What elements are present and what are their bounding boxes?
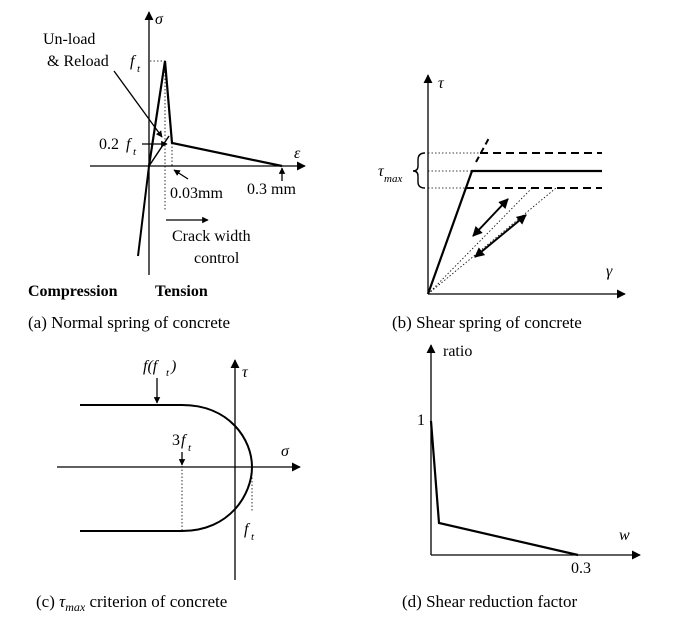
panel-b-shear-curve: [426, 169, 602, 295]
panel-a-unload-label-2: & Reload: [47, 53, 109, 70]
panel-a-tension-label: Tension: [155, 283, 208, 300]
panel-a-point-two-sub: t: [133, 146, 137, 158]
panel-a-ft-sub: t: [137, 63, 141, 75]
panel-b-caption: (b) Shear spring of concrete: [392, 313, 582, 332]
panel-d-ratio-label: ratio: [443, 343, 472, 360]
panel-b-unload-dotted-1: [427, 187, 533, 295]
panel-c-fft-close: ): [170, 358, 176, 375]
panel-d-reduction-curve: [429, 420, 579, 557]
panel-d-w-label: w: [619, 527, 630, 544]
panel-c-ft-label: f: [244, 521, 251, 538]
panel-a-crack-label-2: control: [194, 250, 240, 267]
panel-b-tau-label: τ: [438, 75, 445, 92]
panel-a-unload-label-1: Un-load: [43, 31, 95, 48]
panel-a-ft-label: f: [130, 53, 137, 70]
panel-c-three-f: f: [181, 432, 188, 449]
panel-c-ft-sub: t: [251, 531, 255, 543]
panel-a-epsilon-label: ε: [294, 145, 301, 162]
panel-a-small-disp-arrow: [173, 169, 189, 180]
panel-b-double-arrow-1: [472, 198, 509, 237]
panel-b-shear-spring: τ γ τ max (b) Shear spring of concrete: [378, 74, 626, 332]
panel-d-reduction-factor: ratio w 1 0.3 (d) Shear reduction factor: [402, 343, 641, 611]
panel-a-sigma-label: σ: [155, 11, 164, 28]
panel-c-envelope: [80, 404, 254, 532]
panel-c-sigma-label: σ: [281, 443, 290, 460]
panel-b-double-arrow-2: [474, 214, 527, 258]
panel-b-gamma-label: γ: [606, 263, 613, 280]
panel-d-point-three-label: 0.3: [571, 560, 591, 577]
panel-c-fft-label: f(f: [143, 358, 160, 375]
panel-c-caption: (c) τmax criterion of concrete: [36, 592, 227, 614]
panel-a-compression-label: Compression: [28, 283, 118, 300]
panel-a-tension-curve: [147, 60, 283, 168]
panel-b-tau-max: τ: [378, 163, 385, 180]
panel-d-one-label: 1: [417, 412, 425, 429]
panel-a-unload-arrow: [113, 70, 163, 138]
panel-a-compression-branch: [137, 165, 150, 257]
panel-b-brace: [412, 152, 426, 189]
panel-d-caption: (d) Shear reduction factor: [402, 592, 577, 611]
panel-a-crack-label-1: Crack width: [172, 228, 251, 245]
panel-a-point-two-label: 0.2: [99, 136, 119, 153]
panel-c-three-sub: t: [188, 442, 192, 454]
panel-c-fft-sub: t: [166, 367, 170, 379]
panel-b-dashed-extension: [475, 137, 490, 163]
panel-a-point-two-f: f: [126, 136, 133, 153]
panel-c-tau-label: τ: [242, 364, 249, 381]
panel-a-large-disp-label: 0.3 mm: [247, 181, 296, 198]
panel-a-normal-spring: σ ε f t Un-load & Reload 0.2 f t 0.03mm …: [28, 11, 306, 332]
panel-c-three-label: 3: [172, 432, 180, 449]
panel-a-small-disp-label: 0.03mm: [170, 185, 223, 202]
panel-b-tau-max-sub: max: [384, 173, 402, 185]
panel-c-criterion: τ σ f(f t ) 3 f t f t (c) τmax criterion…: [36, 358, 301, 614]
panel-a-caption: (a) Normal spring of concrete: [28, 313, 230, 332]
